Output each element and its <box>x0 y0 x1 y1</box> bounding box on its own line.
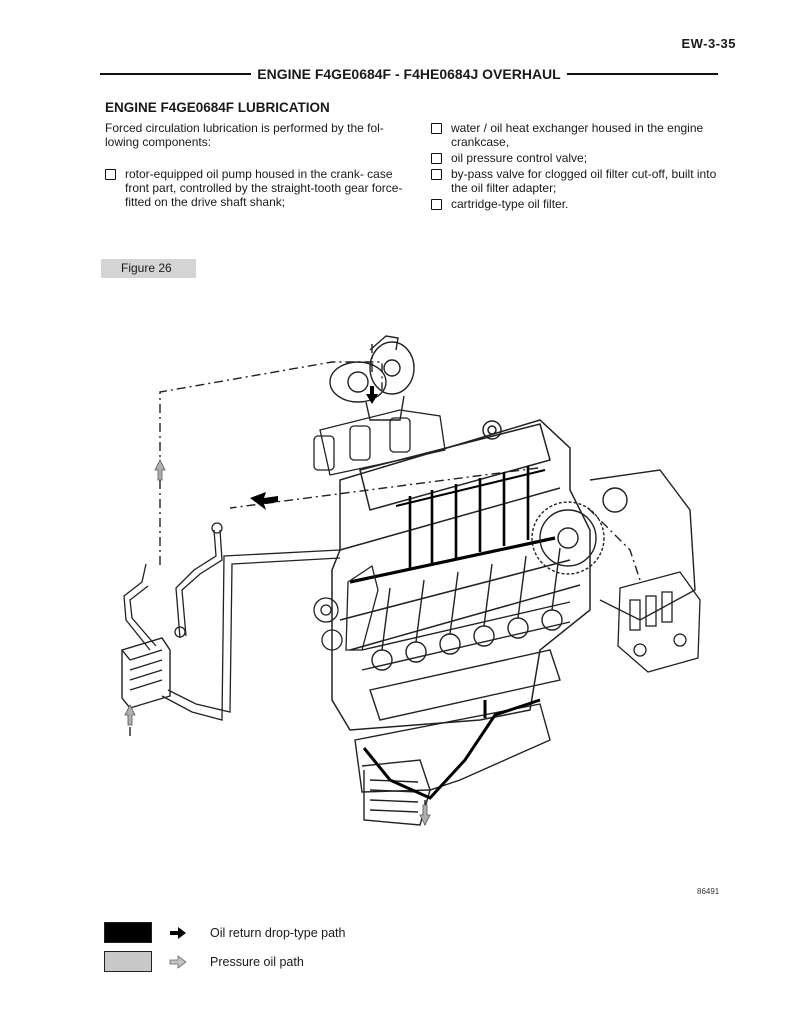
engine-lubrication-diagram <box>121 335 701 826</box>
push-rods <box>395 466 546 570</box>
list-item-text: water / oil heat exchanger housed in the… <box>451 121 704 149</box>
checkbox-bullet-icon <box>431 123 442 134</box>
legend-row-pressure-path: Pressure oil path <box>104 951 304 972</box>
checkbox-bullet-icon <box>431 153 442 164</box>
left-column: Forced circulation lubrication is perfor… <box>105 121 405 211</box>
chapter-header: ENGINE F4GE0684F - F4HE0684J OVERHAUL <box>100 64 718 84</box>
header-rule-right <box>566 73 718 75</box>
list-item: water / oil heat exchanger housed in the… <box>431 121 731 149</box>
engine-block <box>331 419 591 731</box>
turbocharger <box>329 335 415 421</box>
legend-swatch-gray <box>104 951 152 972</box>
pressure-flow-arrows <box>124 459 431 826</box>
checkbox-bullet-icon <box>431 199 442 210</box>
main-oil-gallery <box>349 536 556 584</box>
list-item: cartridge-type oil filter. <box>431 197 731 211</box>
exhaust-manifold <box>313 409 446 476</box>
oil-suction-pipe <box>362 698 541 800</box>
chapter-title: ENGINE F4GE0684F - F4HE0684J OVERHAUL <box>257 66 561 82</box>
figure-reference-code: 86491 <box>697 887 720 896</box>
header-rule-left <box>100 73 252 75</box>
list-item-text: by-pass valve for clogged oil filter cut… <box>451 167 717 195</box>
dashed-circuit-lines <box>129 342 641 825</box>
black-arrow-icon <box>170 926 186 939</box>
legend-label: Oil return drop-type path <box>210 925 346 940</box>
oil-cooler-filter <box>121 637 171 709</box>
section-title: ENGINE F4GE0684F LUBRICATION <box>105 100 330 115</box>
list-item-text: cartridge-type oil filter. <box>451 197 569 211</box>
list-item: oil pressure control valve; <box>431 151 731 165</box>
page-number: EW-3-35 <box>681 36 736 51</box>
right-column: water / oil heat exchanger housed in the… <box>431 121 731 213</box>
list-item-text: oil pressure control valve; <box>451 151 588 165</box>
return-flow-arrows <box>250 386 378 510</box>
list-item-text: rotor-equipped oil pump housed in the cr… <box>125 167 403 209</box>
crankshaft <box>361 547 571 721</box>
checkbox-bullet-icon <box>431 169 442 180</box>
legend-swatch-black <box>104 922 152 943</box>
legend-row-return-path: Oil return drop-type path <box>104 922 346 943</box>
list-item: by-pass valve for clogged oil filter cut… <box>431 167 731 195</box>
timing-gear <box>531 469 696 621</box>
gray-arrow-icon <box>169 954 187 969</box>
oil-pump <box>313 564 379 651</box>
fuel-injection-pump <box>617 571 701 673</box>
figure-label: Figure 26 <box>101 259 196 278</box>
list-item: rotor-equipped oil pump housed in the cr… <box>105 167 405 209</box>
pressure-oil-pipes <box>123 522 341 721</box>
checkbox-bullet-icon <box>105 169 116 180</box>
legend-label: Pressure oil path <box>210 954 304 969</box>
intro-paragraph: Forced circulation lubrication is perfor… <box>105 121 384 149</box>
